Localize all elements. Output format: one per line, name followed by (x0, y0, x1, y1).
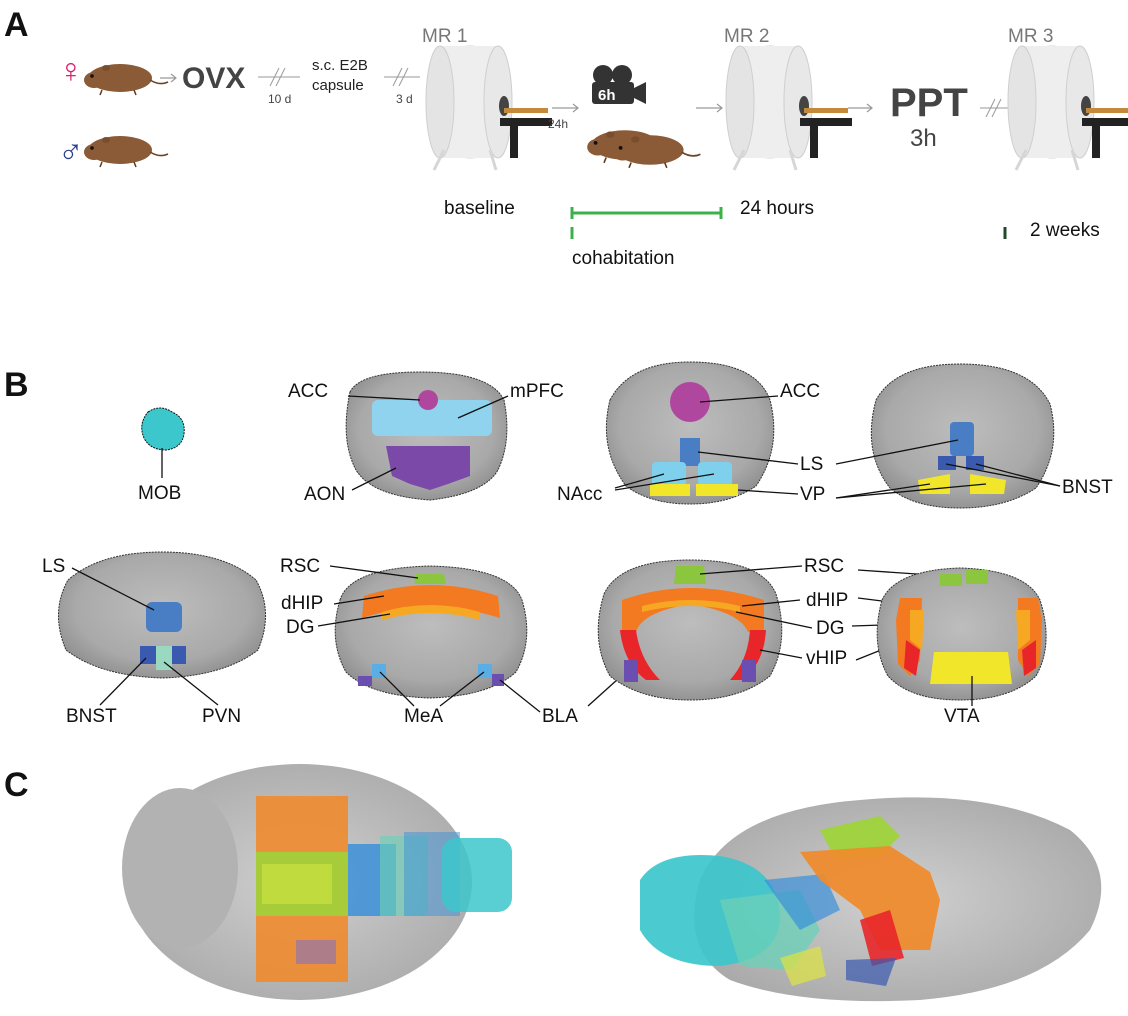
label-pointer (699, 565, 803, 575)
label-pointer (71, 567, 155, 611)
s6-rsc-label: RSC (280, 556, 320, 577)
mr-scanner-icon (424, 44, 554, 172)
label-pointer (697, 451, 799, 465)
label-pointer (457, 395, 509, 419)
s8-dg-label: DG (816, 618, 845, 639)
label-pointer (499, 679, 541, 713)
interval-10d: 10 d (268, 92, 291, 106)
label-pointer (737, 489, 799, 495)
brain-slice-6 (334, 565, 528, 699)
capsule-line1: s.c. E2B (312, 57, 368, 74)
break-icon (258, 67, 300, 87)
label-pointer (614, 473, 715, 491)
mr-scanner-icon (724, 44, 854, 172)
brain-3d-lateral (640, 797, 1102, 1002)
s5-ls-label: LS (42, 556, 65, 577)
interval-3d: 3 d (396, 92, 413, 106)
cohabitation-label: cohabitation (572, 248, 674, 269)
female-symbol: ♀ (58, 52, 84, 90)
baseline-label: baseline (444, 198, 515, 219)
s8-vta-label: VTA (944, 706, 980, 727)
arrow-icon (160, 73, 177, 83)
arrow-icon (696, 103, 723, 113)
label-pointer (741, 599, 801, 607)
male-symbol: ♂ (58, 132, 84, 170)
label-pointer (735, 611, 813, 629)
label-pointer (975, 463, 1061, 487)
arrow-icon (848, 103, 873, 113)
capsule-line2: capsule (312, 77, 364, 94)
panel-a-letter: A (4, 6, 29, 44)
label-pointer (835, 483, 931, 499)
label-pointer (614, 473, 665, 489)
s2-acc-label: ACC (288, 381, 328, 402)
bar-2weeks (570, 227, 1007, 239)
s3-acc-label: ACC (780, 381, 820, 402)
s5-pvn-label: PVN (202, 706, 241, 727)
s8-rsc-label: RSC (804, 556, 844, 577)
s3-ls-label: LS (800, 454, 823, 475)
video-duration: 6h (598, 87, 616, 104)
s3-nacc-label: NAcc (557, 484, 602, 505)
brain-slice-8 (876, 567, 1047, 701)
s6-dhip-label: dHIP (281, 593, 323, 614)
label-pointer (317, 613, 391, 627)
mob-label: MOB (138, 483, 181, 504)
brain-3d-dorsal (122, 764, 512, 1000)
s8-dhip-label: dHIP (806, 590, 848, 611)
brain-slice-3 (605, 361, 775, 505)
label-pointer (835, 483, 987, 499)
span-24h-label: 24 hours (740, 198, 814, 219)
ovx-label: OVX (182, 62, 245, 95)
female-vole-icon (83, 63, 169, 96)
label-pointer (347, 395, 421, 401)
mr1-label: MR 1 (422, 26, 467, 47)
mr-scanner-icon (1006, 44, 1128, 172)
arrow-icon (552, 103, 579, 113)
ppt-duration: 3h (910, 125, 937, 152)
span-2weeks-label: 2 weeks (1030, 220, 1100, 241)
s2-mpfc-label: mPFC (510, 381, 564, 402)
break-icon (384, 67, 420, 87)
label-pointer (333, 595, 385, 605)
male-vole-icon (83, 135, 169, 168)
s6-dg-label: DG (286, 617, 315, 638)
label-pointer (351, 467, 397, 491)
brain-slice-2 (345, 371, 508, 501)
s7-bla-label: BLA (542, 706, 578, 727)
label-pointer (329, 565, 419, 579)
s2-aon-label: AON (304, 484, 345, 505)
s5-bnst-label: BNST (66, 706, 117, 727)
video-camera-icon (592, 65, 646, 104)
cohabiting-voles-icon (586, 129, 702, 169)
brain-slice-5 (57, 551, 267, 679)
s3-vp-label: VP (800, 484, 825, 505)
label-pointer (379, 671, 415, 707)
label-pointer (835, 439, 959, 465)
label-pointer (99, 657, 147, 706)
s4-bnst-label: BNST (1062, 477, 1113, 498)
break-icon (980, 98, 1010, 118)
label-pointer (759, 649, 803, 659)
mob-region (141, 407, 185, 451)
interval-24h: 24h (548, 117, 568, 131)
mr3-label: MR 3 (1008, 26, 1053, 47)
panel-c-letter: C (4, 766, 29, 804)
s6-mea-label: MeA (404, 706, 443, 727)
label-pointer (699, 395, 779, 403)
label-pointer (945, 463, 1061, 487)
bar-24h (570, 207, 723, 219)
panel-b-letter: B (4, 366, 29, 404)
mr2-label: MR 2 (724, 26, 769, 47)
label-pointer (439, 671, 485, 707)
label-pointer (163, 661, 219, 706)
s8-vhip-label: vHIP (806, 648, 847, 669)
ppt-label: PPT (890, 81, 968, 125)
brain-slice-7 (597, 559, 783, 701)
